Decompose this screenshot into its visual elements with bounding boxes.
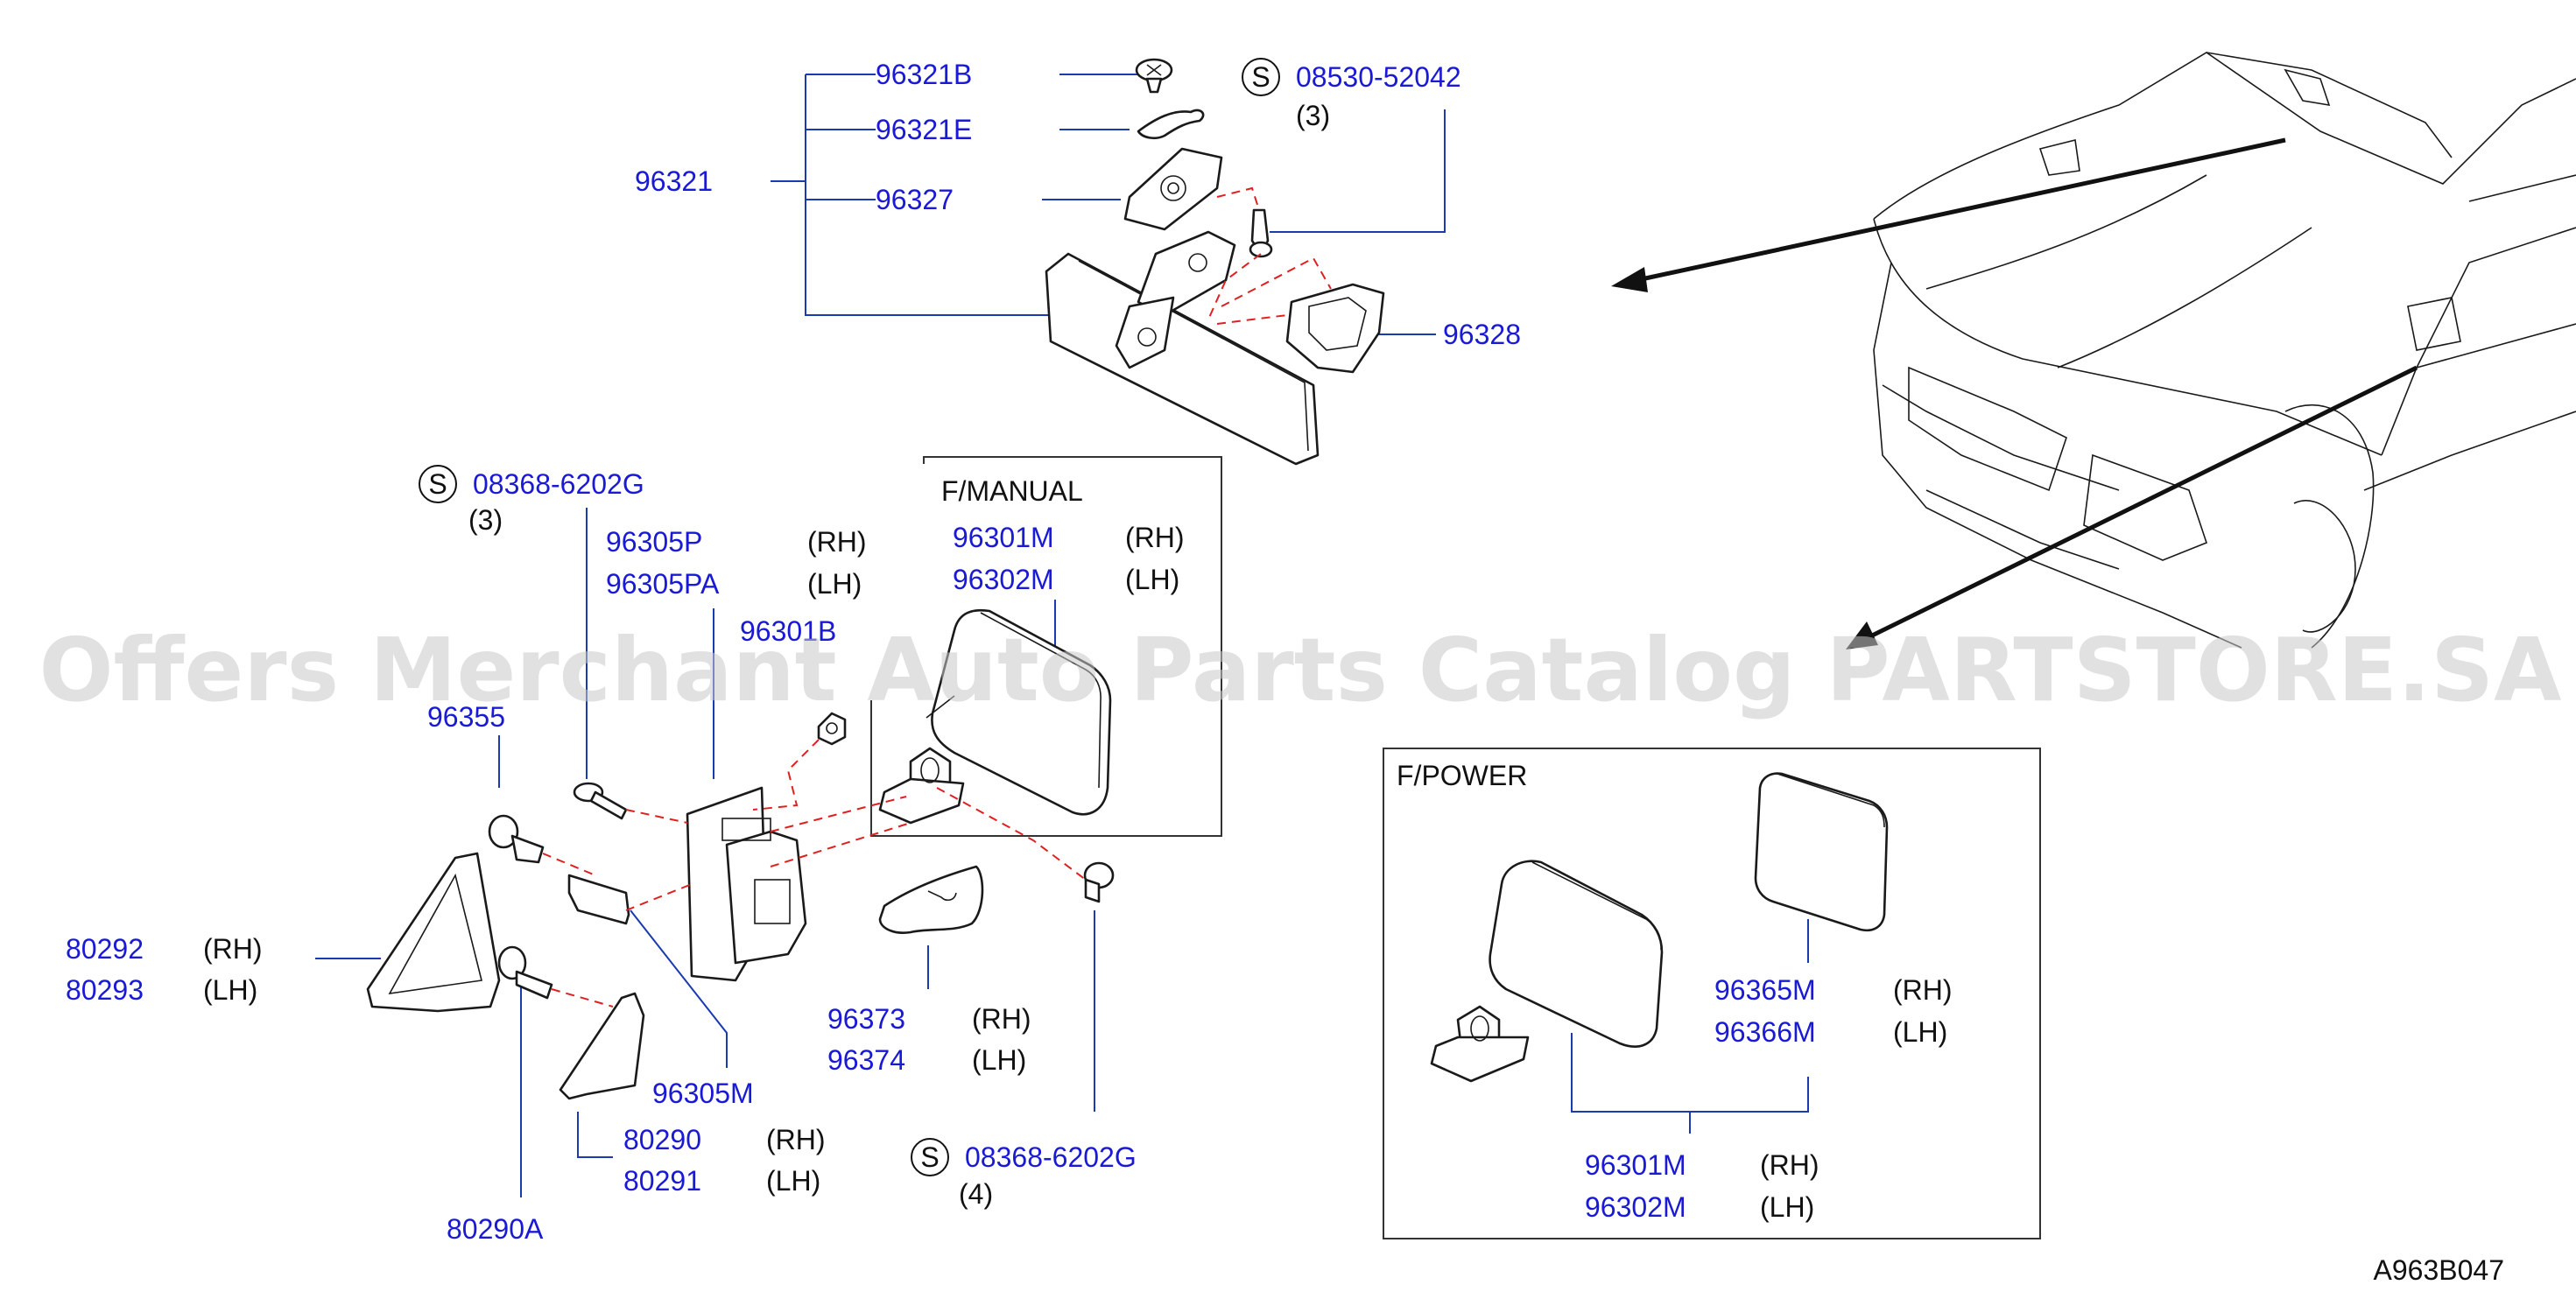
f-power-title: F/POWER bbox=[1397, 760, 1527, 791]
inner-mirror-labels: 96321B 96321E 96321 96327 S 08530-52042 … bbox=[635, 58, 1521, 350]
lh-label: (LH) bbox=[807, 568, 862, 600]
part-96301M-power: 96301M bbox=[1585, 1149, 1686, 1181]
part-96321E: 96321E bbox=[876, 114, 972, 145]
lh-label: (LH) bbox=[972, 1044, 1026, 1076]
part-80291: 80291 bbox=[623, 1165, 701, 1197]
standard-part-marker bbox=[911, 1138, 949, 1176]
part-96305P: 96305P bbox=[606, 526, 702, 558]
mounting-drawing bbox=[366, 712, 1115, 1100]
rh-label: (RH) bbox=[807, 526, 867, 558]
diagram-code: A963B047 bbox=[2374, 1254, 2504, 1286]
part-80290A: 80290A bbox=[447, 1213, 544, 1245]
mounting-labels: S 08368-6202G (3) 96305P (RH) 96305PA (L… bbox=[66, 465, 1137, 1245]
f-manual-title: F/MANUAL bbox=[941, 475, 1083, 507]
part-96374: 96374 bbox=[827, 1044, 905, 1076]
part-96327: 96327 bbox=[876, 184, 954, 215]
part-96373: 96373 bbox=[827, 1003, 905, 1035]
location-arrows bbox=[1611, 137, 2418, 650]
inner-mirror-drawing bbox=[1045, 58, 1385, 466]
part-96305PA: 96305PA bbox=[606, 568, 720, 600]
lh-label: (LH) bbox=[1893, 1016, 1947, 1048]
standard-part-letter: S bbox=[920, 1141, 939, 1173]
part-96321B: 96321B bbox=[876, 59, 972, 90]
part-08368-6202G-b: 08368-6202G bbox=[965, 1141, 1137, 1173]
part-96302M-manual: 96302M bbox=[953, 564, 1054, 595]
part-80293: 80293 bbox=[66, 974, 144, 1006]
rh-label: (RH) bbox=[972, 1003, 1031, 1035]
part-96301M-manual: 96301M bbox=[953, 522, 1054, 553]
part-96365M: 96365M bbox=[1714, 974, 1816, 1006]
rh-label: (RH) bbox=[766, 1124, 826, 1155]
lh-label: (LH) bbox=[766, 1165, 820, 1197]
standard-part-letter: S bbox=[1251, 61, 1270, 93]
rh-label: (RH) bbox=[1893, 974, 1953, 1006]
part-96328: 96328 bbox=[1443, 319, 1521, 350]
part-96355: 96355 bbox=[427, 701, 505, 733]
vehicle-illustration bbox=[1873, 52, 2576, 649]
lh-label: (LH) bbox=[203, 974, 257, 1006]
part-08530-52042: 08530-52042 bbox=[1296, 61, 1461, 93]
part-08368-6202G-a: 08368-6202G bbox=[473, 468, 644, 500]
part-96302M-power: 96302M bbox=[1585, 1191, 1686, 1223]
part-96366M: 96366M bbox=[1714, 1016, 1816, 1048]
quantity-4: (4) bbox=[959, 1178, 993, 1210]
rh-label: (RH) bbox=[1125, 522, 1185, 553]
part-96321: 96321 bbox=[635, 165, 713, 197]
mounting-leaders bbox=[315, 508, 1095, 1197]
quantity-3-top: (3) bbox=[1296, 100, 1330, 131]
part-80290: 80290 bbox=[623, 1124, 701, 1155]
standard-part-marker bbox=[419, 465, 457, 503]
part-96301B: 96301B bbox=[740, 615, 836, 647]
inner-mirror-leaders bbox=[771, 74, 1446, 335]
quantity-3-mid: (3) bbox=[468, 504, 503, 536]
lh-label: (LH) bbox=[1125, 564, 1179, 595]
f-power-box: F/POWER 96365M (RH) 96366M (LH) 96301M (… bbox=[1383, 748, 2041, 1239]
rh-label: (RH) bbox=[1760, 1149, 1819, 1181]
part-96305M: 96305M bbox=[652, 1078, 754, 1109]
standard-part-marker bbox=[1242, 58, 1280, 96]
rh-label: (RH) bbox=[203, 933, 263, 965]
standard-part-letter: S bbox=[428, 468, 447, 500]
part-80292: 80292 bbox=[66, 933, 144, 965]
watermark-text: Offers Merchant Auto Parts Catalog PARTS… bbox=[39, 619, 2561, 721]
f-manual-box: F/MANUAL 96301M (RH) 96302M (LH) bbox=[870, 456, 1222, 837]
lh-label: (LH) bbox=[1760, 1191, 1814, 1223]
